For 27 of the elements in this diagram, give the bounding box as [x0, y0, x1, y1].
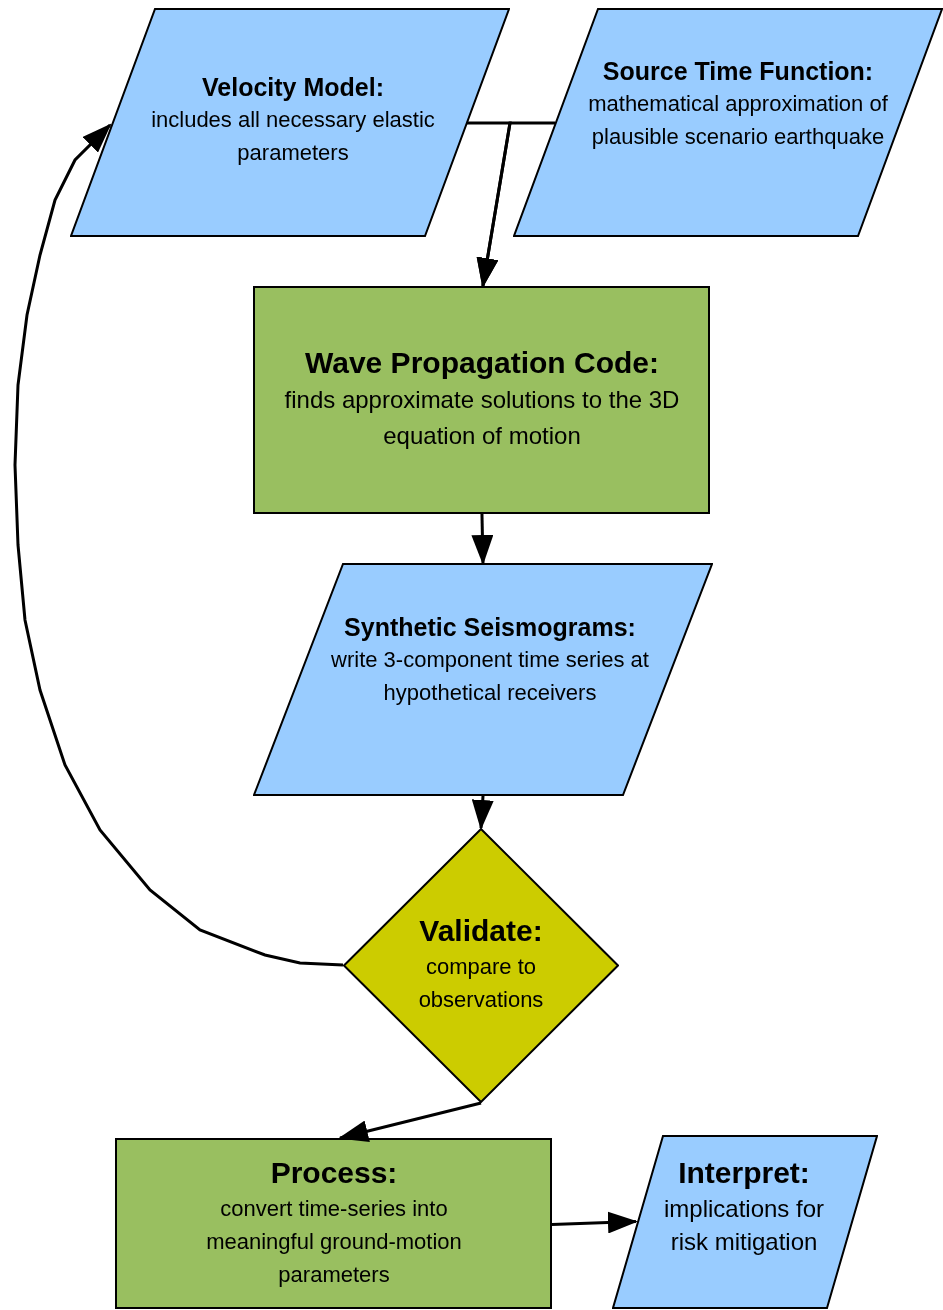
input-parallelogram — [513, 8, 943, 237]
node-heading: Interpret: — [678, 1155, 810, 1191]
node-description: implications for risk mitigation — [662, 1193, 826, 1257]
node-description: mathematical approximation of plausible scenario earthquake — [587, 90, 889, 152]
node-description: write 3-component time series at hypothetical receivers — [330, 646, 650, 708]
node-heading: Process: — [270, 1155, 398, 1191]
arrow — [551, 1211, 638, 1234]
node-description: includes all necessary elastic parameters — [150, 106, 436, 168]
process-box — [115, 1138, 552, 1309]
output-parallelogram — [253, 563, 713, 796]
node-heading: Velocity Model: — [202, 72, 384, 103]
arrow — [471, 513, 494, 565]
input-parallelogram — [70, 8, 510, 237]
node-description: finds approximate solutions to the 3D equation of motion — [283, 384, 681, 451]
decision-diamond — [343, 828, 619, 1103]
node-heading: Synthetic Seismograms: — [344, 612, 636, 643]
arrow — [471, 795, 494, 830]
arrow — [338, 1101, 482, 1142]
node-description: compare to observations — [417, 952, 545, 1014]
node-description: convert time-series into meaningful ground-motion parameters — [205, 1194, 463, 1289]
process-box — [253, 286, 710, 514]
arrow — [13, 123, 344, 967]
node-heading: Source Time Function: — [602, 56, 874, 87]
arrow — [476, 121, 556, 288]
node-heading: Wave Propagation Code: — [305, 345, 659, 381]
node-heading: Validate: — [419, 913, 543, 949]
output-parallelogram — [612, 1135, 878, 1309]
